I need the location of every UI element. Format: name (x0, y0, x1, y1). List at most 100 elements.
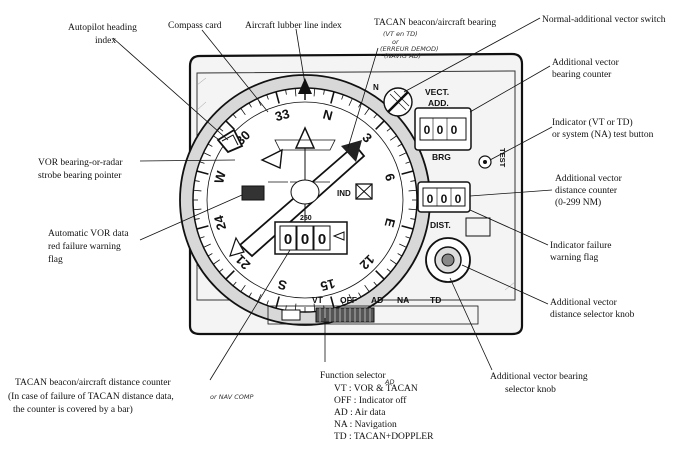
test-button[interactable] (478, 155, 492, 169)
autopilot-heading-bug (216, 128, 244, 154)
compass-tick (275, 91, 280, 104)
compass-tick (410, 218, 416, 220)
compass-tick (401, 225, 414, 230)
svg-text:(NAVIG AD): (NAVIG AD) (384, 52, 421, 60)
compass-tick (375, 270, 385, 280)
label-normal-additional-switch: Normal-additional vector switch (542, 15, 666, 25)
compass-tick (218, 127, 224, 132)
dist-digit-3: 0 (455, 192, 462, 206)
svg-text:AD : Air data: AD : Air data (334, 408, 386, 418)
svg-text:(VT en TD): (VT en TD) (383, 30, 418, 38)
compass-label: 15 (319, 276, 337, 294)
aircraft-symbol (260, 126, 336, 252)
compass-tick (225, 270, 235, 280)
ind-label: IND (337, 189, 351, 198)
tacan-distance-note: or NAV COMP (210, 393, 253, 401)
function-selector-strip[interactable] (267, 305, 479, 325)
svg-text:red failure warning: red failure warning (48, 241, 121, 252)
svg-text:Additional vector bearing: Additional vector bearing (490, 372, 588, 382)
compass-tick (389, 259, 397, 265)
compass-tick (408, 208, 417, 211)
svg-text:strobe bearing pointer: strobe bearing pointer (38, 171, 122, 181)
svg-text:NA : Navigation: NA : Navigation (334, 420, 397, 430)
svg-text:warning flag: warning flag (550, 252, 599, 263)
function-selector-note: AD (384, 378, 394, 386)
label-function-selector: Function selector VT : VOR & TACAN OFF :… (320, 371, 434, 442)
compass-tick (348, 98, 353, 106)
normal-additional-switch[interactable]: N (373, 83, 413, 117)
label-lubber-line-index: Aircraft lubber line index (245, 20, 342, 31)
brg-digit-3: 0 (451, 123, 458, 137)
test-label: TEST (498, 148, 507, 168)
compass-tick (199, 236, 205, 239)
compass-tick (364, 108, 370, 116)
svg-text:(0-299 NM): (0-299 NM) (555, 197, 601, 208)
compass-tick (207, 143, 213, 147)
compass-tick (203, 243, 211, 248)
compass-tick (257, 294, 262, 302)
tacan-counter-scale: 250 (300, 215, 312, 222)
compass-tick (330, 91, 335, 104)
compass-tick (196, 170, 209, 175)
label-indicator-test-button: Indicator (VT or TD) or system (NA) test… (552, 117, 654, 140)
compass-tick (294, 88, 297, 97)
additional-vector-distance-counter: 0 0 0 (417, 181, 471, 213)
svg-text:Function selector: Function selector (320, 371, 387, 381)
svg-text:index: index (95, 36, 116, 46)
svg-text:VT : VOR & TACAN: VT : VOR & TACAN (334, 384, 418, 394)
compass-label: 24 (211, 213, 229, 232)
svg-text:TD : TACAN+DOPPLER: TD : TACAN+DOPPLER (334, 432, 434, 442)
selector-pos-vt: VT (312, 295, 324, 305)
label-compass-card: Compass card (168, 21, 222, 31)
dist-digit-2: 0 (441, 192, 448, 206)
svg-text:distance counter: distance counter (555, 186, 618, 196)
label-autopilot-heading-index: Autopilot heading index (68, 23, 137, 46)
svg-text:bearing counter: bearing counter (552, 70, 612, 80)
compass-tick (313, 303, 316, 312)
compass-tick (408, 189, 417, 192)
svg-text:Automatic VOR data: Automatic VOR data (48, 229, 129, 239)
svg-text:VOR bearing-or-radar: VOR bearing-or-radar (38, 158, 123, 168)
compass-tick (397, 253, 403, 257)
svg-text:selector knob: selector knob (505, 385, 556, 395)
compass-tick (240, 108, 246, 116)
compass-tick (213, 259, 221, 265)
label-additional-vector-bearing-counter: Additional vector bearing counter (552, 58, 620, 80)
compass-tick (248, 292, 252, 298)
distance-selector-knob[interactable] (425, 217, 491, 283)
compass-tick (348, 294, 353, 302)
svg-text:OFF : Indicator off: OFF : Indicator off (334, 395, 407, 406)
compass-tick (399, 243, 407, 248)
svg-text:flag: flag (48, 254, 63, 265)
svg-text:the counter is covered by a ba: the counter is covered by a bar) (13, 404, 133, 415)
additional-vector-bearing-counter: 0 0 0 BRG (414, 107, 472, 162)
svg-text:Additional vector: Additional vector (552, 58, 620, 68)
svg-text:(In case of failure of TACAN d: (In case of failure of TACAN distance da… (8, 391, 174, 402)
dist-label: DIST. (430, 220, 451, 230)
dist-digit-1: 0 (427, 192, 434, 206)
vor-failure-flag (241, 185, 265, 201)
compass-tick (399, 152, 407, 157)
tacan-digit-2: 0 (301, 231, 309, 248)
compass-tick (358, 102, 362, 108)
compass-label: E (382, 217, 399, 230)
compass-tick (232, 281, 237, 287)
tacan-digit-1: 0 (284, 231, 292, 248)
compass-tick (203, 152, 211, 157)
compass-tick (373, 113, 378, 119)
selector-pos-ad: AD (371, 295, 383, 305)
tacan-distance-counter: 0 0 0 250 (274, 215, 348, 255)
switch-label-n: N (373, 83, 379, 92)
leader-lines (112, 17, 553, 381)
svg-text:or: or (392, 38, 400, 46)
compass-tick (405, 236, 411, 239)
compass-tick (386, 268, 392, 273)
compass-tick (194, 218, 200, 220)
compass-tick (373, 281, 378, 287)
label-additional-vector-bearing-knob: Additional vector bearing selector knob (490, 372, 588, 395)
compass-tick (285, 89, 287, 95)
compass-tick (193, 189, 202, 192)
label-additional-vector-distance-knob: Additional vector distance selector knob (550, 298, 635, 320)
compass-tick (225, 120, 235, 130)
ind-window: IND (337, 183, 373, 200)
